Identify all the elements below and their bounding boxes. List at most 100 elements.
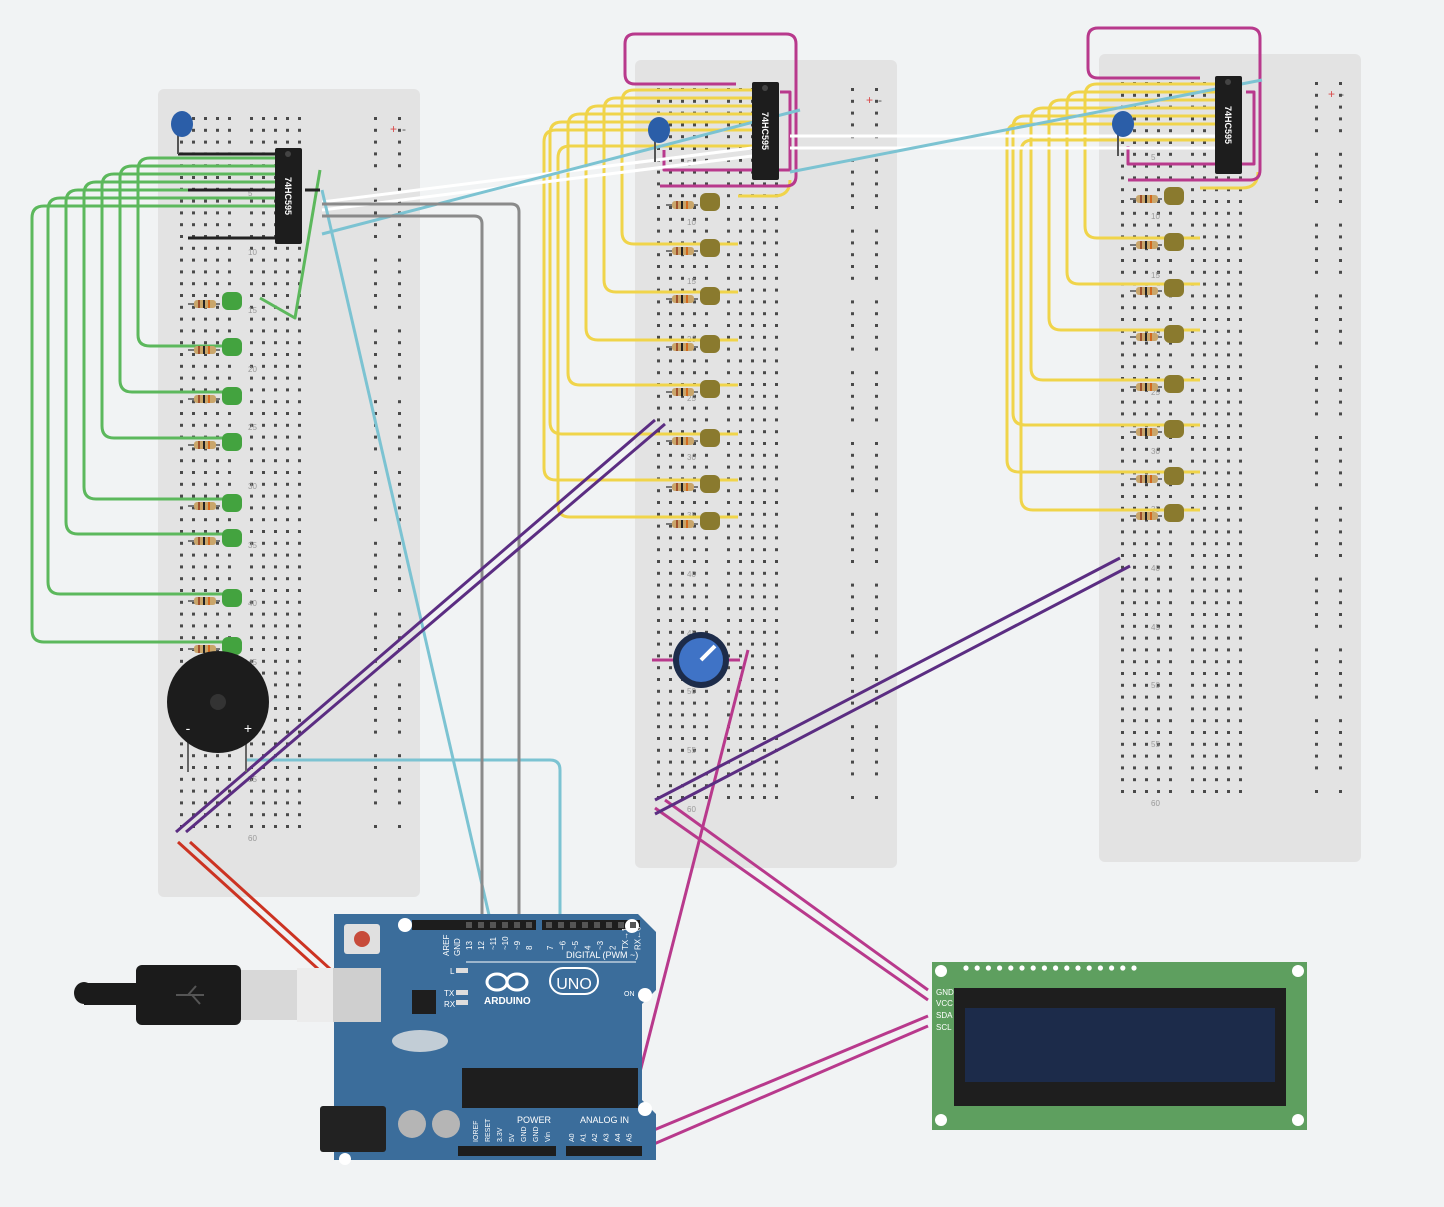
- breadboard-hole[interactable]: [1169, 270, 1172, 274]
- breadboard-hole[interactable]: [763, 430, 766, 434]
- breadboard-hole[interactable]: [228, 329, 231, 333]
- breadboard-hole[interactable]: [216, 553, 219, 557]
- breadboard-hole[interactable]: [1239, 495, 1242, 498]
- breadboard-hole[interactable]: [1203, 483, 1206, 487]
- rail-hole[interactable]: [1315, 459, 1318, 463]
- breadboard-hole[interactable]: [192, 211, 195, 215]
- breadboard-hole[interactable]: [739, 442, 742, 445]
- breadboard-hole[interactable]: [1133, 306, 1136, 310]
- breadboard-hole[interactable]: [1227, 790, 1230, 793]
- rail-hole[interactable]: [1339, 306, 1342, 310]
- breadboard-hole[interactable]: [705, 217, 708, 221]
- breadboard-hole[interactable]: [739, 324, 742, 327]
- breadboard-hole[interactable]: [751, 465, 754, 469]
- breadboard-hole[interactable]: [228, 789, 231, 793]
- breadboard-hole[interactable]: [751, 241, 754, 245]
- breadboard-hole[interactable]: [727, 418, 730, 422]
- breadboard-hole[interactable]: [1157, 565, 1160, 569]
- breadboard-hole[interactable]: [657, 442, 660, 445]
- breadboard-hole[interactable]: [204, 140, 207, 144]
- breadboard-hole[interactable]: [693, 501, 696, 504]
- breadboard-hole[interactable]: [1121, 459, 1124, 463]
- breadboard-hole[interactable]: [763, 206, 766, 209]
- led[interactable]: [700, 239, 720, 257]
- breadboard-hole[interactable]: [727, 501, 730, 504]
- breadboard-hole[interactable]: [1169, 719, 1172, 723]
- breadboard-hole[interactable]: [250, 471, 253, 474]
- breadboard-hole[interactable]: [286, 282, 289, 286]
- breadboard-hole[interactable]: [1169, 554, 1172, 557]
- breadboard-hole[interactable]: [1215, 683, 1218, 687]
- breadboard-hole[interactable]: [751, 725, 754, 729]
- breadboard-hole[interactable]: [705, 324, 708, 327]
- breadboard-hole[interactable]: [1203, 329, 1206, 333]
- breadboard-hole[interactable]: [727, 430, 730, 434]
- breadboard-hole[interactable]: [1203, 164, 1206, 168]
- breadboard-hole[interactable]: [751, 666, 754, 670]
- breadboard-hole[interactable]: [751, 347, 754, 351]
- breadboard-hole[interactable]: [1121, 683, 1124, 687]
- breadboard-hole[interactable]: [1227, 636, 1230, 640]
- breadboard-hole[interactable]: [262, 412, 265, 415]
- rail-hole[interactable]: [875, 312, 878, 316]
- breadboard-hole[interactable]: [262, 305, 265, 309]
- breadboard-hole[interactable]: [1169, 778, 1172, 782]
- breadboard-hole[interactable]: [1215, 778, 1218, 782]
- breadboard-hole[interactable]: [1157, 141, 1160, 144]
- breadboard-hole[interactable]: [1227, 719, 1230, 723]
- breadboard-hole[interactable]: [274, 600, 277, 604]
- breadboard-hole[interactable]: [274, 718, 277, 722]
- header-pin[interactable]: [502, 922, 508, 928]
- rail-hole[interactable]: [1315, 341, 1318, 345]
- breadboard-hole[interactable]: [657, 760, 660, 764]
- breadboard-hole[interactable]: [693, 430, 696, 434]
- breadboard-hole[interactable]: [727, 642, 730, 646]
- breadboard-hole[interactable]: [274, 246, 277, 250]
- breadboard-hole[interactable]: [669, 99, 672, 103]
- led[interactable]: [222, 589, 242, 607]
- breadboard-hole[interactable]: [250, 329, 253, 333]
- breadboard-hole[interactable]: [1121, 695, 1124, 699]
- breadboard-hole[interactable]: [763, 630, 766, 634]
- breadboard-hole[interactable]: [228, 246, 231, 250]
- breadboard-hole[interactable]: [1133, 766, 1136, 770]
- breadboard-hole[interactable]: [1227, 742, 1230, 746]
- breadboard-hole[interactable]: [298, 140, 301, 144]
- breadboard-hole[interactable]: [286, 600, 289, 604]
- breadboard-hole[interactable]: [751, 406, 754, 410]
- breadboard-hole[interactable]: [1157, 318, 1160, 321]
- breadboard-hole[interactable]: [1169, 624, 1172, 628]
- breadboard-hole[interactable]: [1191, 719, 1194, 723]
- breadboard-hole[interactable]: [1145, 613, 1148, 616]
- breadboard-hole[interactable]: [286, 482, 289, 486]
- rail-hole[interactable]: [851, 324, 854, 327]
- breadboard-hole[interactable]: [1203, 400, 1206, 404]
- breadboard-hole[interactable]: [681, 583, 684, 587]
- rail-hole[interactable]: [1339, 530, 1342, 534]
- breadboard-hole[interactable]: [727, 147, 730, 150]
- breadboard-hole[interactable]: [1133, 589, 1136, 593]
- breadboard-hole[interactable]: [727, 182, 730, 186]
- breadboard-hole[interactable]: [727, 595, 730, 599]
- breadboard-hole[interactable]: [1121, 719, 1124, 723]
- breadboard-hole[interactable]: [216, 329, 219, 333]
- breadboard-hole[interactable]: [669, 394, 672, 398]
- breadboard-hole[interactable]: [250, 353, 253, 356]
- rail-hole[interactable]: [398, 659, 401, 663]
- breadboard-hole[interactable]: [705, 453, 708, 457]
- breadboard-hole[interactable]: [763, 512, 766, 516]
- breadboard-hole[interactable]: [739, 654, 742, 658]
- breadboard-hole[interactable]: [705, 359, 708, 363]
- breadboard-hole[interactable]: [192, 813, 195, 817]
- breadboard-hole[interactable]: [286, 636, 289, 640]
- breadboard-hole[interactable]: [180, 482, 183, 486]
- breadboard-hole[interactable]: [775, 276, 778, 280]
- breadboard-hole[interactable]: [216, 459, 219, 463]
- breadboard-hole[interactable]: [286, 435, 289, 439]
- rail-hole[interactable]: [851, 595, 854, 599]
- breadboard-hole[interactable]: [180, 199, 183, 203]
- breadboard-hole[interactable]: [751, 571, 754, 575]
- breadboard-hole[interactable]: [705, 548, 708, 552]
- breadboard-hole[interactable]: [1133, 683, 1136, 687]
- breadboard-hole[interactable]: [1169, 565, 1172, 569]
